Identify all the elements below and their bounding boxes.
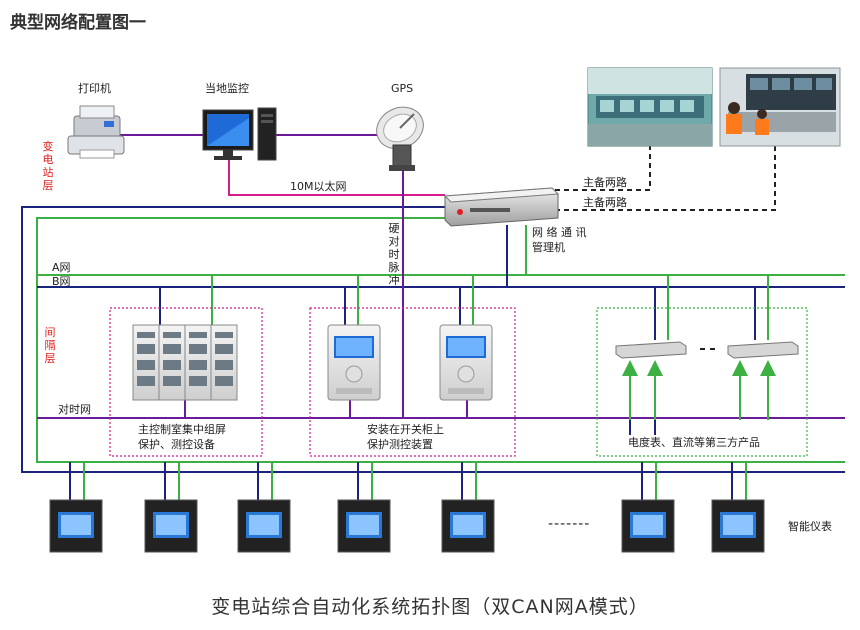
page-title: 典型网络配置图一 [10,13,146,33]
smart-meter-5 [441,462,495,553]
group2-line2: 保护测控装置 [367,438,433,451]
manager-label-line2: 管理机 [532,241,565,254]
smart-meter-4 [337,462,391,553]
time-network-label: 对时网 [58,403,91,416]
third-party-arrows [622,360,776,435]
printer-icon [67,105,125,159]
ethernet-label: 10M以太网 [290,180,347,193]
monitor-label: 当地监控 [205,82,249,95]
group3-label: 电度表、直流等第三方产品 [628,436,760,449]
smart-meter-2 [144,462,198,553]
route-label-1: 主备两路 [583,176,627,189]
manager-label-line1: 网 络 通 讯 [532,226,587,239]
bus-lines [21,134,845,473]
smart-meter-1 [49,462,103,553]
control-panel-cabinets [132,324,238,401]
smart-meters [49,462,765,553]
monitor-icon [202,107,277,161]
bay-group-box-3 [596,307,808,457]
a-network-label: A网 [52,261,71,274]
bay-group-box-1 [109,307,263,457]
third-party-switch-2 [727,341,799,359]
smart-meter-6 [621,462,675,553]
meter-ellipsis: ------- [548,516,591,532]
third-party-switch-1 [615,341,687,359]
b-network-label: B网 [52,275,71,288]
diagram-caption: 变电站综合自动化系统拓扑图（双CAN网A模式） [211,596,649,618]
gps-label: GPS [391,82,414,95]
route-label-2: 主备两路 [583,196,627,209]
smart-meter-label: 智能仪表 [788,520,832,533]
hard-pulse-label: 硬对时脉冲 [388,222,400,287]
smart-meter-3 [237,462,291,553]
control-room-photo-1 [587,67,713,147]
protection-device-2 [439,324,493,401]
group2-line1: 安装在开关柜上 [367,423,444,436]
bay-group-box-2 [309,307,516,457]
switch-ellipsis [700,348,715,350]
smart-meter-7 [711,462,765,553]
group1-line1: 主控制室集中组屏 [138,423,226,436]
bay-drops [159,275,769,418]
network-manager-unit [443,187,560,227]
control-room-photo-2 [719,67,841,147]
group1-line2: 保护、测控设备 [138,438,215,451]
station-layer-label: 变电站层 [42,140,54,192]
protection-device-1 [327,324,381,401]
gps-dish-icon [376,106,424,171]
printer-label: 打印机 [78,82,111,95]
bay-layer-label: 间隔层 [44,326,56,365]
